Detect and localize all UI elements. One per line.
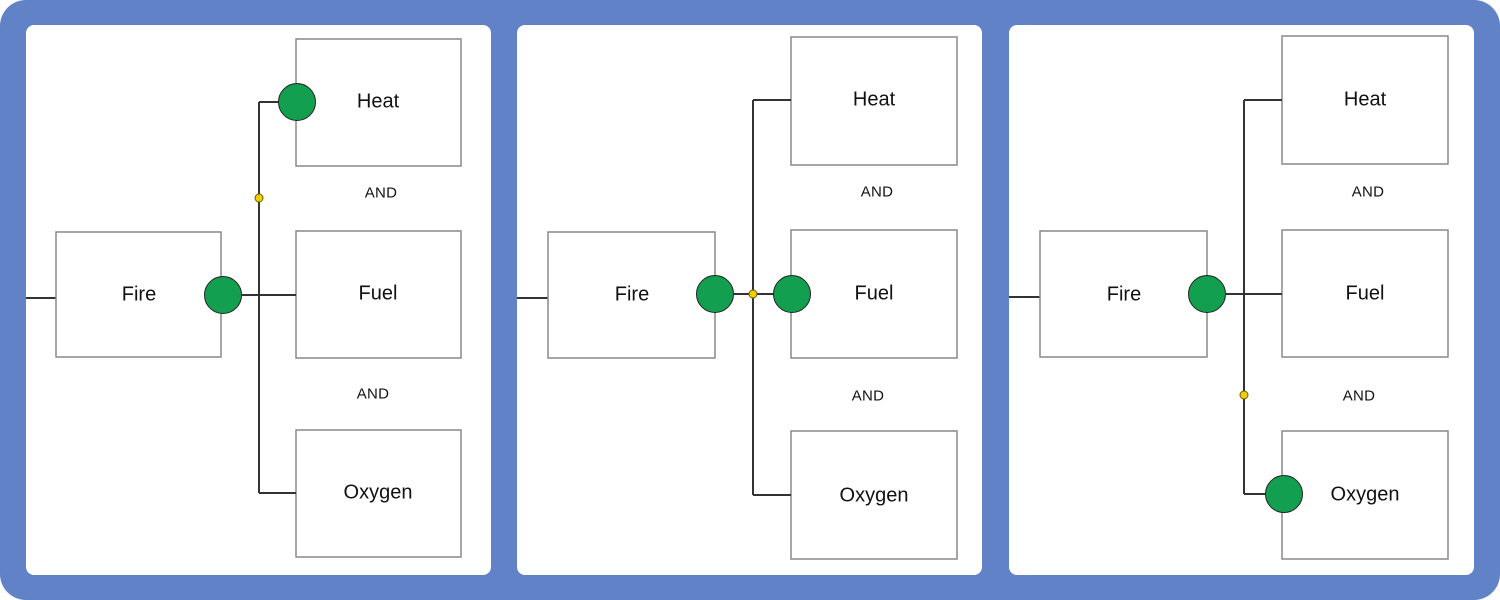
junction-dot: [254, 193, 264, 203]
highlight-node-oxygen[interactable]: [1265, 475, 1303, 513]
child-box-3: [1281, 430, 1449, 560]
junction-dot: [748, 289, 758, 299]
child-label-heat: Heat: [852, 88, 896, 111]
root-label: Fire: [1106, 283, 1142, 306]
child-box-2: [1281, 229, 1449, 358]
panel-oxygen-highlight: Fire Heat Fuel Oxygen AND AND: [1009, 25, 1474, 575]
root-box: [1039, 230, 1208, 358]
panel-3-connectors: [1009, 35, 1449, 560]
operator-label-1: AND: [1351, 183, 1385, 201]
child-box-3: [295, 429, 462, 558]
operator-label-1: AND: [860, 183, 894, 201]
operator-label-1: AND: [364, 184, 398, 202]
child-box-2: [295, 230, 462, 359]
root-node[interactable]: [1188, 275, 1226, 313]
child-label-fuel: Fuel: [1345, 282, 1385, 305]
root-node[interactable]: [696, 275, 734, 313]
child-label-heat: Heat: [356, 90, 400, 113]
highlight-node-heat[interactable]: [278, 83, 316, 121]
operator-label-2: AND: [1342, 387, 1376, 405]
child-box-1: [295, 38, 462, 167]
child-box-1: [790, 36, 958, 166]
root-label: Fire: [614, 283, 650, 306]
root-box: [55, 231, 222, 358]
child-label-heat: Heat: [1343, 88, 1387, 111]
child-label-oxygen: Oxygen: [1330, 483, 1400, 506]
highlight-node-fuel[interactable]: [773, 275, 811, 313]
panel-heat-highlight: Fire Heat Fuel Oxygen AND AND: [26, 25, 491, 575]
root-box: [547, 231, 716, 359]
child-label-oxygen: Oxygen: [839, 484, 909, 507]
child-box-1: [1281, 35, 1449, 165]
operator-label-2: AND: [356, 385, 390, 403]
child-label-oxygen: Oxygen: [343, 481, 413, 504]
child-box-2: [790, 229, 958, 359]
child-label-fuel: Fuel: [854, 282, 894, 305]
child-box-3: [790, 430, 958, 560]
root-node[interactable]: [204, 276, 242, 314]
operator-label-2: AND: [851, 387, 885, 405]
child-label-fuel: Fuel: [358, 282, 398, 305]
root-label: Fire: [121, 283, 157, 306]
panel-1-connectors: [26, 38, 462, 558]
panel-fuel-highlight: Fire Heat Fuel Oxygen AND AND: [517, 25, 982, 575]
junction-dot: [1239, 390, 1249, 400]
panel-2-connectors: [517, 36, 958, 560]
